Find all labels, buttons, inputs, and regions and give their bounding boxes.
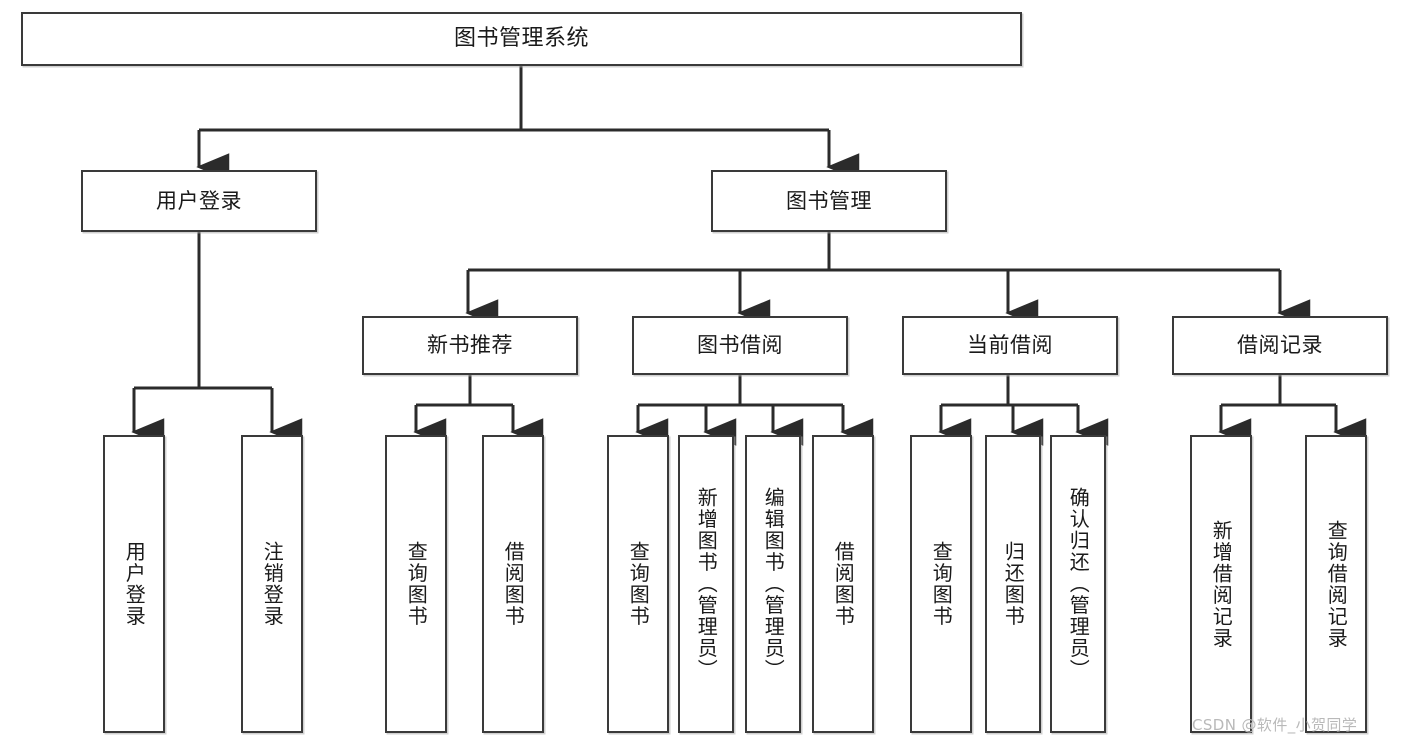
leaf-node[interactable]: 查询借阅记录 (1305, 435, 1367, 733)
node-book-borrow[interactable]: 图书借阅 (632, 316, 848, 375)
leaf-node[interactable]: 编辑图书（管理员） (745, 435, 801, 733)
node-current-borrow[interactable]: 当前借阅 (902, 316, 1118, 375)
leaf-node[interactable]: 查询图书 (910, 435, 972, 733)
node-user-login[interactable]: 用户登录 (81, 170, 317, 232)
leaf-node-label: 归还图书 (1001, 541, 1026, 627)
leaf-node-label: 查询图书 (626, 541, 651, 627)
leaf-node-label: 编辑图书（管理员） (761, 487, 786, 681)
csdn-watermark: CSDN @软件_小贺同学 (1192, 716, 1358, 734)
leaf-node[interactable]: 查询图书 (607, 435, 669, 733)
node-current-borrow-label: 当前借阅 (967, 333, 1053, 358)
node-root-system-label: 图书管理系统 (453, 26, 589, 52)
node-book-management[interactable]: 图书管理 (711, 170, 947, 232)
leaf-node[interactable]: 确认归还（管理员） (1050, 435, 1106, 733)
node-new-book-recommend-label: 新书推荐 (427, 333, 513, 358)
leaf-node-label: 借阅图书 (501, 541, 526, 627)
leaf-node[interactable]: 借阅图书 (812, 435, 874, 733)
leaf-node-label: 新增图书（管理员） (694, 487, 719, 681)
leaf-node-label: 确认归还（管理员） (1066, 487, 1091, 681)
leaf-node-label: 借阅图书 (831, 541, 856, 627)
leaf-node[interactable]: 查询图书 (385, 435, 447, 733)
leaf-node-label: 查询图书 (929, 541, 954, 627)
node-root-system[interactable]: 图书管理系统 (21, 12, 1022, 66)
leaf-node[interactable]: 新增借阅记录 (1190, 435, 1252, 733)
leaf-node[interactable]: 借阅图书 (482, 435, 544, 733)
leaf-node[interactable]: 注销登录 (241, 435, 303, 733)
leaf-node[interactable]: 用户登录 (103, 435, 165, 733)
node-borrow-record-label: 借阅记录 (1237, 333, 1323, 358)
node-book-borrow-label: 图书借阅 (697, 333, 783, 358)
leaf-node-label: 用户登录 (122, 541, 147, 627)
leaf-node-label: 新增借阅记录 (1209, 519, 1234, 649)
leaf-node-label: 查询图书 (404, 541, 429, 627)
leaf-node[interactable]: 新增图书（管理员） (678, 435, 734, 733)
leaf-node[interactable]: 归还图书 (985, 435, 1041, 733)
leaf-node-label: 查询借阅记录 (1324, 519, 1349, 649)
node-new-book-recommend[interactable]: 新书推荐 (362, 316, 578, 375)
leaf-node-label: 注销登录 (260, 541, 285, 627)
node-user-login-label: 用户登录 (156, 188, 242, 213)
node-book-management-label: 图书管理 (786, 188, 872, 213)
node-borrow-record[interactable]: 借阅记录 (1172, 316, 1388, 375)
